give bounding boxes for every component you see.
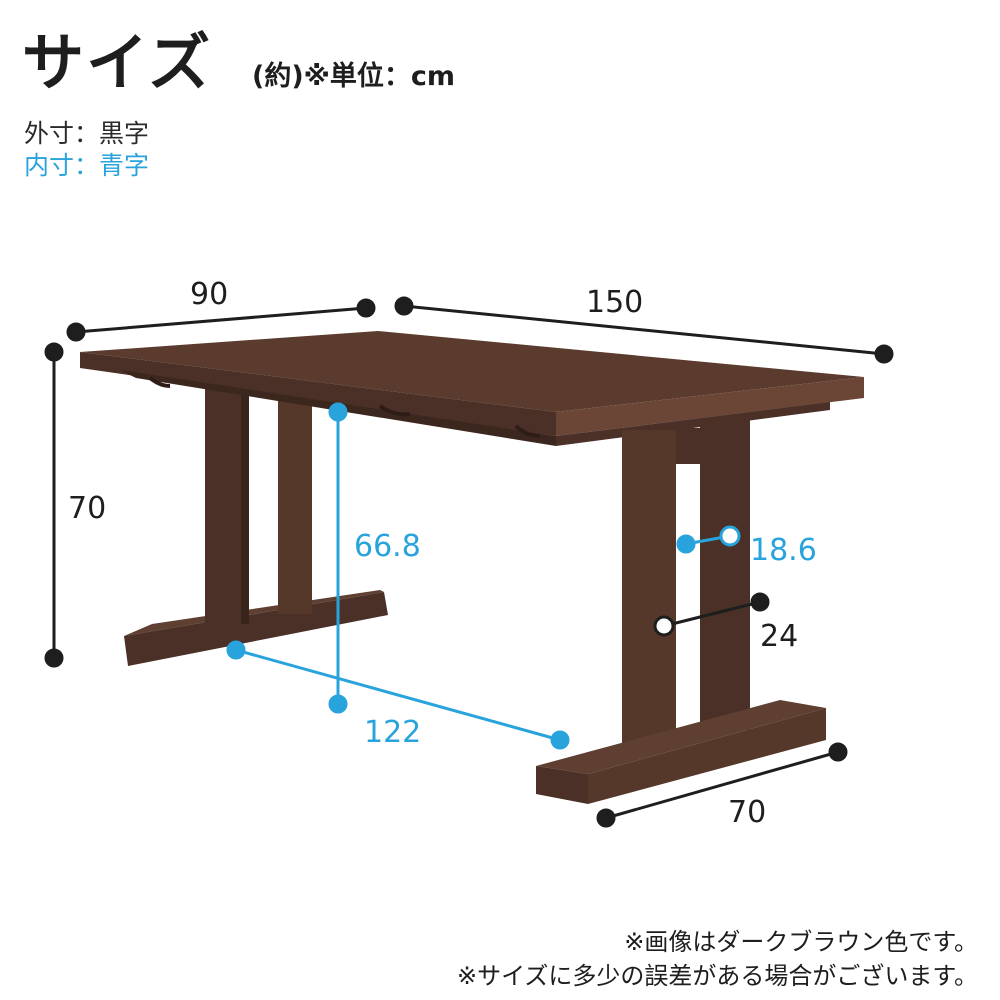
dim-dot bbox=[328, 402, 348, 422]
table-top-surface bbox=[80, 331, 864, 412]
label-clearance-height: 66.8 bbox=[354, 529, 421, 564]
dim-dot bbox=[653, 615, 675, 637]
dim-dot bbox=[44, 648, 64, 668]
rear-left-post-a bbox=[205, 384, 241, 630]
front-right-foot-top bbox=[536, 700, 826, 774]
label-foot-length: 70 bbox=[728, 795, 766, 830]
dim-dot bbox=[394, 296, 414, 316]
label-leg-gap: 18.6 bbox=[750, 533, 817, 568]
unit-note: (約)※単位：cm bbox=[252, 61, 456, 92]
rear-left-foot-top bbox=[124, 590, 384, 636]
outer-dimension-lines bbox=[44, 296, 894, 828]
dim-dot bbox=[328, 694, 348, 714]
table-top-side-edge bbox=[80, 352, 556, 436]
label-leg-span: 122 bbox=[364, 715, 421, 750]
dim-dot bbox=[356, 298, 376, 318]
front-right-foot-side bbox=[588, 708, 826, 804]
front-right-post-b bbox=[700, 420, 750, 730]
front-right-foot-front bbox=[536, 766, 588, 804]
rear-left-foot bbox=[124, 592, 388, 666]
under-brace-2 bbox=[378, 404, 411, 417]
label-height: 70 bbox=[68, 491, 106, 526]
front-right-post-shade bbox=[676, 464, 700, 730]
inner-dimension-lines bbox=[226, 402, 741, 750]
dim-dot bbox=[750, 592, 770, 612]
legend-inner: 内寸：青字 bbox=[24, 151, 150, 180]
label-width-top: 150 bbox=[586, 285, 643, 320]
dim-dot bbox=[828, 742, 848, 762]
front-right-post-a bbox=[622, 430, 676, 746]
dim-dot bbox=[596, 808, 616, 828]
dim-dot bbox=[44, 342, 64, 362]
legend-outer: 外寸：黒字 bbox=[24, 119, 150, 148]
dim-dot bbox=[66, 322, 86, 342]
page-title: サイズ bbox=[22, 26, 213, 99]
dim-dot bbox=[719, 525, 741, 547]
under-brace-3 bbox=[514, 424, 541, 438]
dim-dot bbox=[676, 534, 696, 554]
dim-dot bbox=[226, 640, 246, 660]
rear-left-post-b bbox=[278, 396, 312, 614]
table-illustration bbox=[80, 331, 864, 804]
dim-dot bbox=[874, 344, 894, 364]
footnote-color: ※画像はダークブラウン色です。 bbox=[624, 928, 978, 956]
rear-left-post-shade bbox=[241, 384, 249, 624]
table-top-front-edge bbox=[556, 377, 864, 436]
front-right-crossbar bbox=[676, 428, 700, 464]
label-depth-top: 90 bbox=[190, 277, 228, 312]
label-leg-thickness: 24 bbox=[760, 619, 798, 654]
under-brace-1 bbox=[148, 376, 171, 388]
dim-dot bbox=[550, 730, 570, 750]
footnote-tolerance: ※サイズに多少の誤差がある場合がございます。 bbox=[457, 962, 978, 990]
